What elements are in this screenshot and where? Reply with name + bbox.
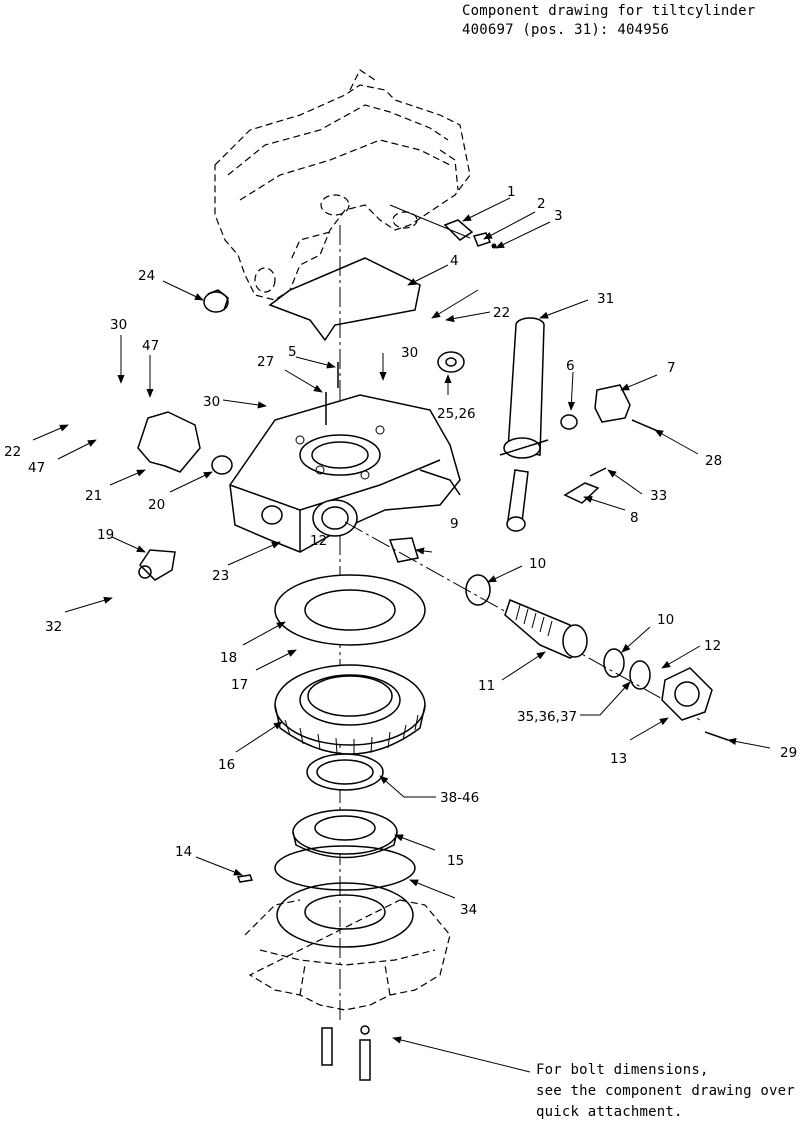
callout-30-b: 30 [401, 345, 418, 361]
pin-33 [589, 467, 607, 477]
callout-10-a: 10 [529, 556, 546, 572]
washer-25-26 [437, 351, 465, 373]
callout-7: 7 [667, 360, 676, 376]
callout-4: 4 [450, 253, 459, 269]
callout-21: 21 [85, 488, 102, 504]
callout-10-b: 10 [657, 612, 674, 628]
callout-14: 14 [175, 844, 192, 860]
footnote-line-2: see the component drawing over [536, 1083, 795, 1099]
callout-47-a: 47 [142, 338, 159, 354]
callout-30-c: 30 [203, 394, 220, 410]
bushing-24 [203, 289, 229, 313]
cover-plate [268, 257, 421, 342]
bottom-bolt-b [359, 1039, 371, 1081]
pin-14 [236, 874, 254, 883]
bush-20 [211, 455, 233, 475]
callout-28: 28 [705, 453, 722, 469]
inner-ring-15 [292, 809, 398, 859]
callout-22-b: 22 [493, 305, 510, 321]
callout-8: 8 [630, 510, 639, 526]
bearing-38-46 [306, 753, 384, 791]
quick-attachment-outline [214, 69, 471, 301]
callout-25-26: 25,26 [437, 406, 476, 422]
seal-10-a [465, 574, 491, 606]
ring-35-37 [629, 660, 651, 690]
footnote-line-3: quick attachment. [536, 1104, 683, 1120]
plate-18 [274, 574, 426, 646]
callout-38-46: 38-46 [440, 790, 479, 806]
callout-22-a: 22 [4, 444, 21, 460]
callout-24: 24 [138, 268, 155, 284]
guard-21 [137, 411, 201, 473]
o-ring-34 [274, 845, 416, 891]
callout-11: 11 [478, 678, 495, 694]
rotator-housing-23 [229, 394, 461, 553]
seal-10-b [603, 648, 625, 678]
pin-8 [563, 482, 600, 504]
callout-labels: 1 2 3 4 5 6 7 8 9 10 10 11 12 12 13 14 1… [4, 184, 797, 918]
callout-20: 20 [148, 497, 165, 513]
callout-29: 29 [780, 745, 797, 761]
bottom-attachment-outline [244, 882, 451, 1011]
callout-33: 33 [650, 488, 667, 504]
bolt-29 [704, 731, 729, 741]
slewing-ring-16 [274, 664, 426, 755]
callout-2: 2 [537, 196, 546, 212]
callout-12-b: 12 [704, 638, 721, 654]
drawing-title-line-2: 400697 (pos. 31): 404956 [462, 22, 670, 38]
callout-18: 18 [220, 650, 237, 666]
sensor-19 [138, 549, 176, 581]
drawing-title-line-1: Component drawing for tiltcylinder [462, 3, 756, 19]
bottom-bolt-a [321, 1027, 333, 1066]
callout-17: 17 [231, 677, 248, 693]
bushing-9 [388, 537, 419, 563]
callout-32: 32 [45, 619, 62, 635]
latch-parts [389, 204, 497, 249]
leader-lines [32, 197, 771, 1073]
bottom-washer [360, 1025, 370, 1035]
callout-6: 6 [566, 358, 575, 374]
footnote-line-1: For bolt dimensions, [536, 1062, 709, 1078]
callout-13: 13 [610, 751, 627, 767]
callout-30-a: 30 [110, 317, 127, 333]
callout-35-36-37: 35,36,37 [517, 709, 577, 725]
callout-15: 15 [447, 853, 464, 869]
callout-9: 9 [450, 516, 459, 532]
callout-5: 5 [288, 344, 297, 360]
callout-3: 3 [554, 208, 563, 224]
callout-16: 16 [218, 757, 235, 773]
callout-19: 19 [97, 527, 114, 543]
callout-31: 31 [597, 291, 614, 307]
callout-1: 1 [507, 184, 516, 200]
callout-47-b: 47 [28, 460, 45, 476]
end-cap-13 [661, 667, 713, 721]
callout-34: 34 [460, 902, 477, 918]
bush-6 [560, 414, 578, 430]
shaft-11 [504, 598, 588, 659]
block-7 [594, 384, 631, 423]
callout-12-a: 12 [310, 533, 327, 549]
tilt-cylinder-31 [499, 317, 549, 532]
callout-27: 27 [257, 354, 274, 370]
callout-23: 23 [212, 568, 229, 584]
